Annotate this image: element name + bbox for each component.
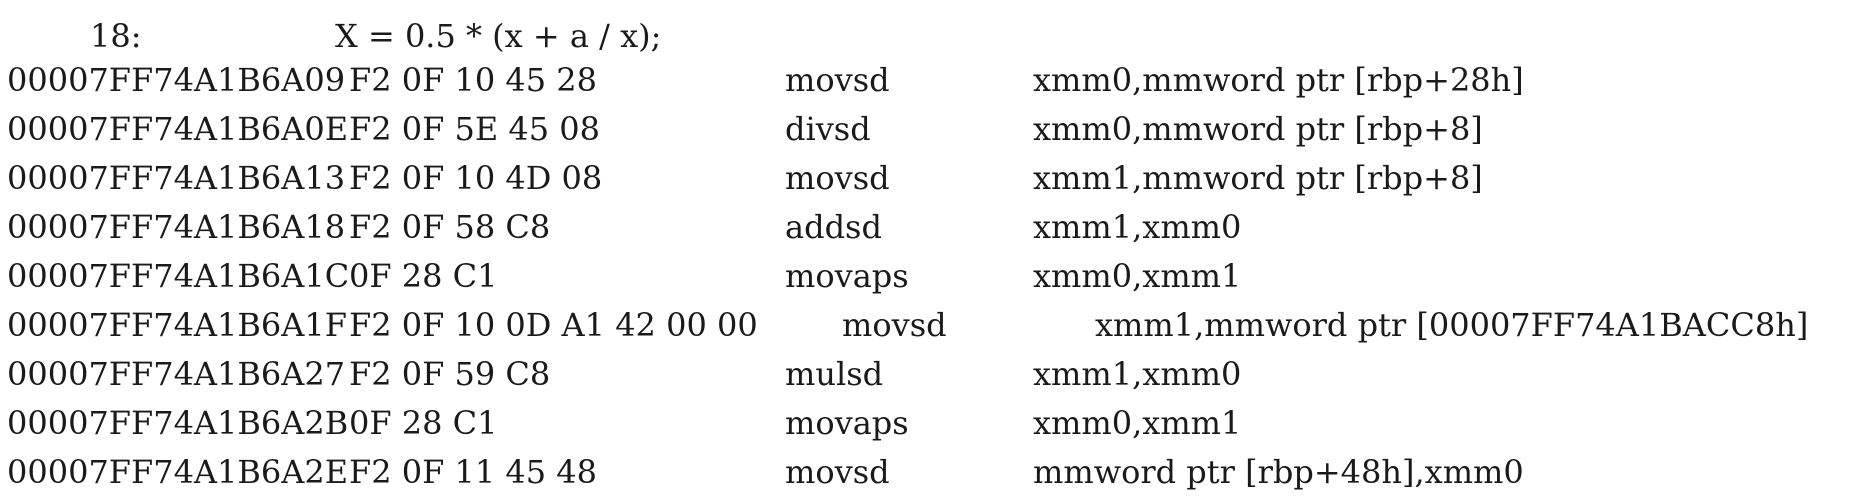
instruction-mnemonic: movsd [785,61,890,99]
instruction-mnemonic: mulsd [785,355,884,393]
disassembly-row[interactable]: 00007FF74A1B6A27 F2 0F 59 C8 mulsd xmm1,… [0,350,1241,399]
instruction-operands: xmm1,xmm0 [1033,208,1242,246]
instruction-operands: xmm0,mmword ptr [rbp+8] [1033,110,1483,148]
instruction-address: 00007FF74A1B6A13 [7,159,346,197]
instruction-address: 00007FF74A1B6A18 [7,208,346,246]
disassembly-row[interactable]: 00007FF74A1B6A09 F2 0F 10 45 28 movsd xm… [0,56,1524,105]
instruction-bytes: F2 0F 11 45 48 [349,453,597,491]
instruction-bytes: F2 0F 10 0D A1 42 00 00 [349,306,758,344]
instruction-address: 00007FF74A1B6A2B [7,404,349,442]
instruction-bytes: F2 0F 59 C8 [349,355,551,393]
instruction-mnemonic: movsd [785,159,890,197]
instruction-bytes: F2 0F 5E 45 08 [349,110,600,148]
instruction-address: 00007FF74A1B6A1F [7,306,347,344]
instruction-operands: xmm1,mmword ptr [rbp+8] [1033,159,1483,197]
source-line[interactable]: 18: X = 0.5 * (x + a / x); [0,12,661,61]
instruction-operands: xmm0,mmword ptr [rbp+28h] [1033,61,1524,99]
disassembly-row[interactable]: 00007FF74A1B6A18 F2 0F 58 C8 addsd xmm1,… [0,203,1241,252]
instruction-address: 00007FF74A1B6A27 [7,355,346,393]
instruction-mnemonic: movaps [785,257,909,295]
instruction-operands: xmm1,mmword ptr [00007FF74A1BACC8h] [1095,306,1809,344]
instruction-mnemonic: movsd [785,453,890,491]
instruction-address: 00007FF74A1B6A0E [7,110,349,148]
instruction-bytes: F2 0F 10 4D 08 [349,159,603,197]
disassembly-row[interactable]: 00007FF74A1B6A2E F2 0F 11 45 48 movsd mm… [0,448,1524,497]
source-line-code: X = 0.5 * (x + a / x); [335,17,662,55]
disassembly-row[interactable]: 00007FF74A1B6A0E F2 0F 5E 45 08 divsd xm… [0,105,1483,154]
instruction-mnemonic: addsd [785,208,882,246]
instruction-address: 00007FF74A1B6A09 [7,61,346,99]
disassembly-row[interactable]: 00007FF74A1B6A2B 0F 28 C1 movaps xmm0,xm… [0,399,1241,448]
instruction-address: 00007FF74A1B6A1C [7,257,350,295]
instruction-operands: xmm0,xmm1 [1033,257,1242,295]
instruction-address: 00007FF74A1B6A2E [7,453,349,491]
instruction-operands: mmword ptr [rbp+48h],xmm0 [1033,453,1524,491]
instruction-mnemonic: movsd [842,306,947,344]
instruction-bytes: F2 0F 58 C8 [349,208,551,246]
instruction-bytes: 0F 28 C1 [349,257,498,295]
instruction-mnemonic: movaps [785,404,909,442]
instruction-operands: xmm0,xmm1 [1033,404,1242,442]
instruction-bytes: 0F 28 C1 [349,404,498,442]
disassembly-row[interactable]: 00007FF74A1B6A1C 0F 28 C1 movaps xmm0,xm… [0,252,1241,301]
instruction-mnemonic: divsd [785,110,871,148]
source-line-number: 18: [90,17,142,55]
disassembly-row[interactable]: 00007FF74A1B6A13 F2 0F 10 4D 08 movsd xm… [0,154,1483,203]
disassembly-row[interactable]: 00007FF74A1B6A1F F2 0F 10 0D A1 42 00 00… [0,301,1808,350]
instruction-bytes: F2 0F 10 45 28 [349,61,597,99]
instruction-operands: xmm1,xmm0 [1033,355,1242,393]
